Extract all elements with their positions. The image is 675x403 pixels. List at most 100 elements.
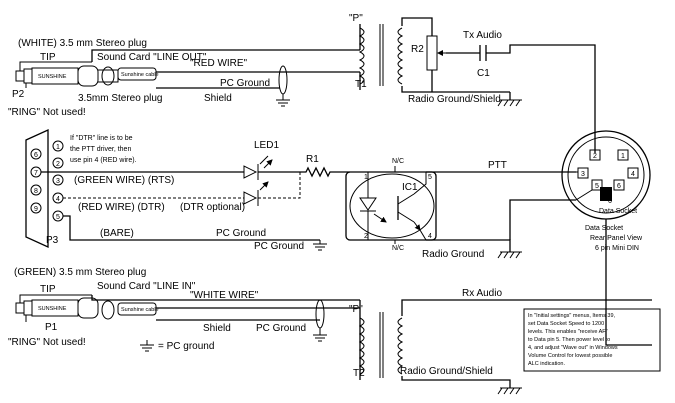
pc-ground-label-2: PC Ground	[254, 241, 304, 252]
ptt-driver: LED1 R1 IC1 1 2 4 5 N/C N/C PTT Rad	[243, 140, 576, 260]
ic1-led	[359, 197, 377, 211]
plug-p2-tip-lead	[19, 61, 92, 71]
ptt-label: PTT	[488, 160, 507, 171]
din-key	[600, 187, 612, 201]
din-pin-5-box	[591, 179, 603, 191]
plug-p1-tip-lead	[19, 294, 92, 303]
din-pin-1: 1	[621, 153, 625, 160]
shield-ellipse-bottom	[315, 299, 325, 329]
plug-p2-red-wire-top	[91, 49, 360, 62]
din-caption-0: Data Socket	[585, 225, 623, 232]
bare-label: (BARE)	[100, 228, 134, 239]
din-pin-4: 4	[631, 171, 635, 178]
plug-p2-cable-text: Sunshine cable	[121, 72, 159, 78]
dtr-optional-label: (DTR optional)	[180, 202, 245, 213]
db9-shell	[25, 128, 49, 249]
t2-secondary-coil	[397, 317, 404, 375]
db9-note-line-1: If "DTR" line is to be	[70, 135, 133, 142]
plug-p1-tip-label: TIP	[40, 284, 56, 295]
plug-p1-id: P1	[45, 322, 58, 333]
plug-p2-title: (WHITE) 3.5 mm Stereo plug	[18, 38, 147, 49]
ic1-light-arrow	[373, 213, 387, 223]
db9-pin-2	[52, 157, 64, 169]
c1-label: C1	[477, 68, 490, 79]
din-caption-2: Rear Panel View	[590, 235, 643, 242]
db9-pin-3-label: 3	[56, 178, 60, 185]
db9-note-line-2: the PTT driver, then	[70, 146, 131, 153]
plug-p1-shield-label: Shield	[203, 323, 231, 334]
din-pin-5: 5	[595, 183, 599, 190]
ic1-outline	[349, 173, 435, 239]
t1-primary-coil	[358, 27, 365, 85]
ic1-pin-1: 1	[364, 174, 368, 181]
red-wire-label: (RED WIRE) (DTR)	[78, 202, 165, 213]
db9-note-line-3: use pin 4 (RED wire).	[70, 157, 137, 164]
t1-sec-top-lead	[401, 17, 433, 36]
plug-p2-boot	[77, 65, 99, 87]
db9-pin-9-label: 9	[34, 206, 38, 213]
din-ground-line	[509, 199, 576, 240]
note-box-frame	[523, 308, 661, 372]
plug-p1: (GREEN) 3.5 mm Stereo plug TIP Sound Car…	[8, 267, 360, 352]
note-line-5: 4, and adjust "Wave out" in Windows	[528, 345, 618, 351]
plug-p1-title: (GREEN) 3.5 mm Stereo plug	[14, 267, 146, 278]
t1-core	[379, 24, 384, 86]
r2-potentiometer	[426, 35, 438, 71]
t2-ground-lead	[401, 376, 511, 388]
led1-top	[243, 165, 258, 179]
t2-id: T2	[353, 368, 365, 379]
radio-ground-symbol-mid	[497, 251, 522, 259]
plug-p1-boot	[77, 297, 99, 319]
db9-connector-p3: 6 7 8 9 1 2 3 4 5 P3 If "DTR" line is to…	[25, 128, 327, 252]
note-line-1: In "Initial settings" menus, Items 39,	[528, 313, 616, 319]
plug-p2-pcground-label: PC Ground	[220, 78, 270, 89]
note-line-4: to Data pin 5. Then power level to	[528, 337, 610, 343]
plug-p1-cable-label	[117, 302, 157, 316]
plug-p1-brand: SUNSHINE	[38, 306, 67, 312]
green-wire-label: (GREEN WIRE) (RTS)	[74, 175, 174, 186]
din-pin-2: 2	[593, 153, 597, 160]
plug-p2-cable-label	[117, 67, 157, 81]
note-line-2: set Data Socket Speed to 1200	[528, 321, 604, 327]
db9-id: P3	[46, 235, 59, 246]
t1-id: T1	[355, 79, 367, 90]
plug-p1-ring	[23, 300, 33, 316]
din-pin-3-box	[577, 167, 589, 179]
note-line-3: levels. This enables "receive AF"	[528, 329, 608, 335]
plug-p2-tip	[15, 70, 25, 82]
note-line-6: Volume Control for lowest possible	[528, 353, 612, 359]
note-line-7: ALC indication.	[528, 361, 565, 367]
tx-audio-label: Tx Audio	[463, 30, 502, 41]
t1-secondary-coil	[397, 27, 404, 85]
ic1-emitter-lead	[419, 229, 427, 241]
tx-audio-line	[486, 44, 596, 153]
transformer-t1: "P" T1 R2 C1 Tx Audio Radio Ground/Shiel…	[349, 13, 596, 153]
din-pin-1-box	[617, 149, 629, 161]
din-caption-3: 6 pin Mini DIN	[595, 245, 639, 252]
plug-p1-cable-text: Sunshine cable	[121, 307, 159, 313]
rx-audio-label: Rx Audio	[462, 288, 502, 299]
pc-ground-label-1: PC Ground	[216, 228, 266, 239]
plug-p1-tip	[15, 302, 25, 314]
din-pin-4-box	[627, 167, 639, 179]
plug-p1-ring-note: "RING" Not used!	[8, 337, 86, 348]
plug-p2-soundcard-label: Sound Card "LINE OUT"	[97, 52, 207, 63]
led1-bottom	[243, 191, 258, 205]
radio-ground-label: Radio Ground	[422, 249, 484, 260]
led1-light-arrows	[259, 156, 272, 169]
plug-p1-pcground-label: PC Ground	[256, 323, 306, 334]
db9-pin-8-label: 8	[34, 188, 38, 195]
rx-audio-line	[401, 299, 652, 316]
led1-label: LED1	[254, 140, 279, 151]
plug-p1-wire-label: "WHITE WIRE"	[190, 290, 259, 301]
plug-p2-id: P2	[12, 89, 25, 100]
led2-light-arrow	[259, 181, 269, 191]
plug-p2-ferrite	[101, 66, 115, 86]
ic1-emitter-arrow	[413, 221, 421, 231]
db9-pin-6	[30, 148, 42, 160]
db9-pin-8	[30, 184, 42, 196]
t1-sec-bottom-lead	[401, 86, 510, 93]
ground-symbol-top	[276, 99, 290, 107]
din-pin-3: 3	[581, 171, 585, 178]
